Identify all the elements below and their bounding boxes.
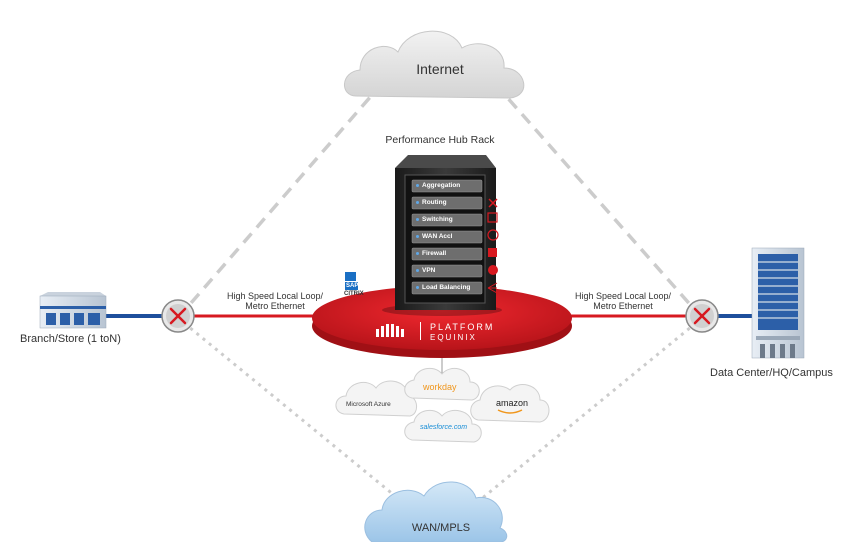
platform-brand-line2: EQUINIX [430,333,477,342]
rack-module-wan-accl: WAN Accl [413,231,483,243]
dashed-link-left-internet [176,93,374,320]
datacenter-building-icon [751,247,805,359]
workday-cloud [404,367,480,401]
left-link-label-line1: High Speed Local Loop/ [226,291,324,301]
amazon-smile-icon [497,409,523,414]
citrix-label: CITRIX [344,291,364,297]
rack-module-firewall: Firewall [413,248,483,260]
dashed-links [176,93,704,320]
amazon-label: amazon [496,398,529,408]
wan-cloud-label: WAN/MPLS [411,522,471,534]
equinix-logo-icon [376,322,421,340]
aggregation-icon [488,198,498,208]
wan-accel-icon [487,229,499,241]
branch-building-icon [39,292,107,329]
rack-module-load-balancing: Load Balancing [413,282,483,294]
wan-cloud [364,481,508,542]
rack-title: Performance Hub Rack [385,134,495,146]
router-left-icon[interactable] [161,299,195,333]
vpn-icon [488,265,498,275]
sap-logo-icon [345,272,358,290]
rack-module-switching: Switching [413,214,483,226]
salesforce-label: salesforce.com [420,424,468,431]
datacenter-label: Data Center/HQ/Campus [710,367,833,379]
internet-cloud [344,30,525,99]
branch-label: Branch/Store (1 toN) [20,333,121,345]
rack-module-aggregation: Aggregation [413,180,483,192]
router-right-icon[interactable] [685,299,719,333]
azure-label: Microsoft Azure [346,401,391,408]
salesforce-cloud [404,409,482,443]
firewall-icon [488,248,497,257]
azure-cloud [335,380,417,417]
load-balancing-icon [487,282,498,294]
saas-clouds [335,367,550,443]
switch-icon [487,212,498,223]
workday-label: workday [423,382,457,392]
rack-function-icons [487,198,499,294]
rack-modules [411,179,483,295]
rack-module-vpn: VPN [413,265,483,277]
right-link-label-line1: High Speed Local Loop/ [574,291,672,301]
internet-cloud-label: Internet [416,61,464,77]
left-link-label-line2: Metro Ethernet [245,301,305,311]
platform-brand-line1: PLATFORM [430,322,495,332]
sap-label: SAP [346,283,359,289]
dashed-link-right-internet [503,93,704,320]
right-link-label-line2: Metro Ethernet [593,301,653,311]
rack-module-routing: Routing [413,197,483,209]
amazon-cloud [470,384,550,423]
